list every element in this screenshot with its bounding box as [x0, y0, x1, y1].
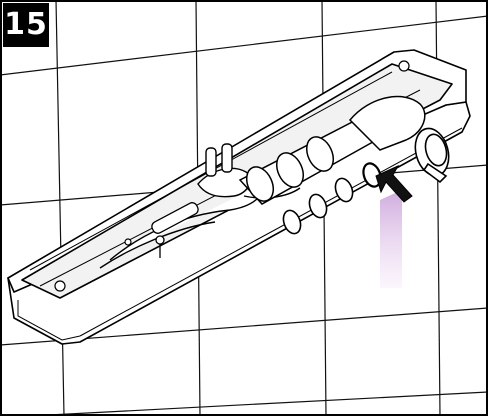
light-beam-indicator [380, 190, 402, 288]
mounting-screws [54, 60, 410, 292]
control-knob [414, 127, 450, 184]
valve-cartridge [238, 95, 426, 205]
step-number-badge: 15 [3, 3, 49, 47]
push-arrow-icon [375, 164, 413, 203]
sensor-probe [151, 202, 199, 258]
front-ports [282, 162, 382, 235]
